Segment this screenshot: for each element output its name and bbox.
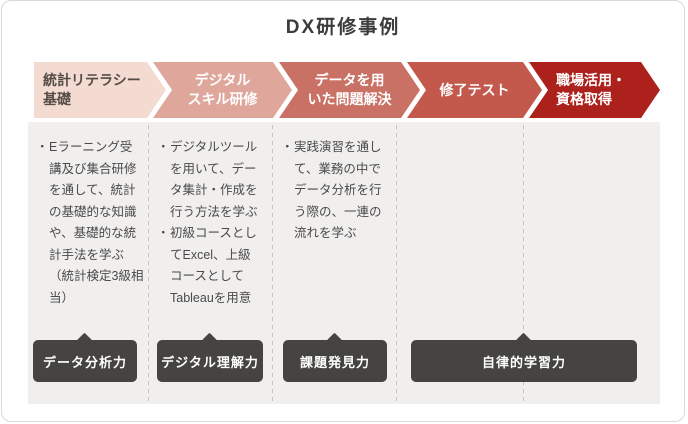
step-label: データを用 いた問題解決	[307, 72, 392, 107]
bullet-icon: ・	[157, 226, 170, 240]
step-problem-solving-with-data: データを用 いた問題解決	[279, 62, 420, 118]
step-digital-skill-training: デジタル スキル研修	[153, 62, 292, 118]
step-label: 修了テスト	[439, 81, 510, 98]
skill-label: 自律的学習力	[481, 354, 566, 370]
bullet-icon: ・	[157, 140, 170, 154]
bullet-icon: ・	[36, 140, 49, 154]
column-statistics-literacy-description: ・ Eラーニング受 講及び集合研修 を通して、統計 の基礎的な知識 や、基礎的な…	[36, 137, 154, 309]
bullet-item: ・ 実践演習を通し て、業務の中で データ分析を行 う際の、一連の 流れを学ぶ	[281, 137, 399, 245]
column-divider	[396, 125, 397, 401]
step-label: 統計リテラシー 基礎	[43, 72, 141, 107]
step-final-test: 修了テスト	[407, 62, 542, 118]
skill-label: データ分析力	[42, 354, 127, 370]
bullet-text: 初級コースとし てExcel、上級 コースとして Tableauを用意	[170, 226, 257, 305]
step-label: 職場活用・ 資格取得	[556, 72, 626, 107]
bullet-text: デジタルツール を用いて、デー タ集計・作成を 行う方法を学ぶ	[170, 140, 258, 219]
skill-box-self-directed-learning: 自律的学習力	[411, 332, 637, 382]
skill-box-issue-discovery: 課題発見力	[283, 332, 387, 382]
skill-label: 課題発見力	[299, 354, 370, 370]
skill-box-data-analysis: データ分析力	[33, 332, 137, 382]
skill-label: デジタル理解力	[161, 354, 259, 370]
skill-box-digital-understanding: デジタル理解力	[157, 332, 263, 382]
step-statistics-literacy: 統計リテラシー 基礎	[34, 62, 166, 118]
step-label: デジタル スキル研修	[187, 72, 258, 107]
process-steps: 統計リテラシー 基礎 デジタル スキル研修 データを用 いた問題解決 修了テスト…	[34, 62, 660, 118]
column-digital-skill-description: ・ デジタルツール を用いて、デー タ集計・作成を 行う方法を学ぶ ・ 初級コー…	[157, 137, 275, 309]
bullet-text: Eラーニング受 講及び集合研修 を通して、統計 の基礎的な知識 や、基礎的な統 …	[49, 140, 144, 305]
column-divider	[523, 125, 524, 401]
bullet-item: ・ 初級コースとし てExcel、上級 コースとして Tableauを用意	[157, 223, 275, 309]
page-title: DX研修事例	[285, 17, 401, 38]
bullet-item: ・ デジタルツール を用いて、デー タ集計・作成を 行う方法を学ぶ	[157, 137, 275, 223]
column-problem-solving-description: ・ 実践演習を通し て、業務の中で データ分析を行 う際の、一連の 流れを学ぶ	[281, 137, 399, 245]
step-workplace-use-certification: 職場活用・ 資格取得	[529, 62, 660, 118]
bullet-icon: ・	[281, 140, 294, 154]
column-divider	[148, 125, 149, 401]
bullet-text: 実践演習を通し て、業務の中で データ分析を行 う際の、一連の 流れを学ぶ	[294, 140, 382, 240]
bullet-item: ・ Eラーニング受 講及び集合研修 を通して、統計 の基礎的な知識 や、基礎的な…	[36, 137, 154, 309]
column-divider	[272, 125, 273, 401]
